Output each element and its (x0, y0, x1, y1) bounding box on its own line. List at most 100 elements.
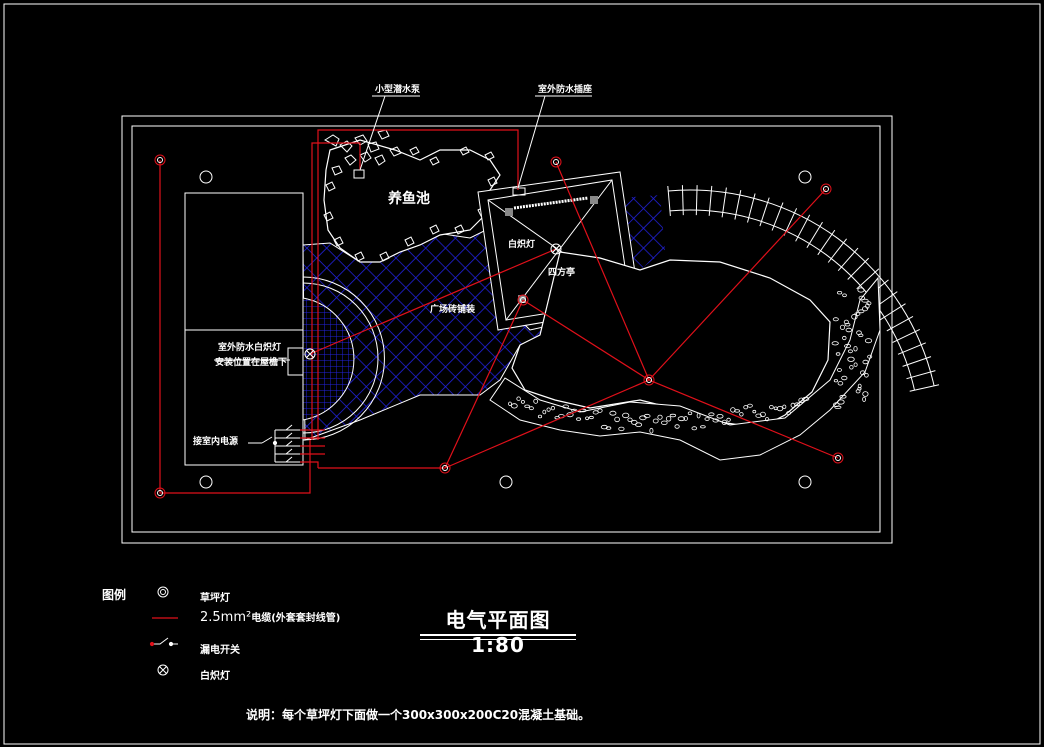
pebble (508, 401, 512, 406)
fish-pond (323, 139, 501, 263)
pebble (734, 409, 740, 413)
pebble (622, 412, 630, 419)
pebble (712, 418, 719, 423)
legend-label: 漏电开关 (200, 645, 240, 656)
drawing-frame (3, 3, 1041, 745)
pebble (665, 416, 672, 422)
drawing-title: 电气平面图 1:80 (420, 604, 576, 657)
legend-item-lawn-lamp: 草坪灯 (150, 586, 430, 606)
label-socket: 室外防水插座 (538, 83, 592, 95)
pebble (589, 415, 594, 420)
pebble (776, 405, 784, 412)
pebble (618, 426, 625, 432)
pebble (853, 362, 858, 367)
pebble (597, 408, 603, 413)
pebble (841, 375, 848, 381)
legend-incandescent-lamp-icon (157, 664, 169, 676)
pebble (839, 324, 846, 330)
pebble (708, 412, 715, 417)
pebble (747, 403, 753, 408)
legend-label: 草坪灯 (200, 593, 230, 604)
pebble (562, 404, 569, 409)
pebble (857, 383, 862, 389)
pebble (528, 406, 534, 411)
legend: 图例 草坪灯 2.5mm²电缆(外套套封线管) 漏电开关 白炽灯 (100, 582, 420, 682)
pebble (837, 399, 845, 405)
pebble (862, 396, 866, 402)
pebble (849, 365, 854, 370)
pebble (542, 409, 547, 415)
pebble (755, 413, 762, 418)
pebble (839, 394, 847, 399)
pebble (576, 417, 582, 421)
pebble (716, 413, 724, 419)
pebble (847, 349, 853, 354)
lawn-lamp-icon (154, 154, 166, 166)
title-underline-1 (420, 634, 576, 636)
cable-size: 2.5mm² (200, 610, 252, 625)
semicircle-grid (302, 297, 355, 421)
pebble (834, 405, 842, 409)
pebble (674, 424, 680, 429)
pebble (855, 389, 861, 394)
legend-leakage-switch-icon (149, 637, 178, 647)
pond-rockery (323, 129, 498, 262)
pebble (859, 370, 866, 376)
pebble (652, 418, 659, 424)
pebble (635, 422, 643, 428)
incandescent-lamp-icon (550, 243, 562, 255)
drawing-note: 说明：每个草坪灯下面做一个300x300x200C20混凝土基础。 (246, 708, 591, 722)
pebble (743, 405, 749, 410)
label-pond: 养鱼池 (387, 190, 430, 207)
pebble (566, 412, 574, 418)
pebble (691, 426, 698, 431)
wiring (159, 129, 839, 494)
pebble (844, 343, 852, 349)
pebble (861, 298, 869, 303)
semicircle-ring-2 (302, 276, 385, 441)
building-outline (184, 192, 304, 466)
leader-lines (214, 95, 592, 361)
pebble (844, 323, 851, 327)
pebbles (508, 287, 873, 434)
pebble (862, 359, 869, 365)
pebble (643, 413, 651, 419)
pebble (851, 313, 858, 320)
pebble (836, 291, 843, 295)
label-pavilion: 四方亭 (548, 266, 575, 278)
pebble (609, 410, 617, 416)
lawn-lamp-icon (820, 183, 832, 195)
pebble (857, 287, 865, 293)
legend-item-leakage-switch: 漏电开关 (150, 638, 430, 658)
pebble (862, 306, 869, 312)
pebble (660, 420, 668, 425)
lawn-lamp-icon (517, 294, 529, 306)
pebble (794, 402, 800, 407)
pebble (831, 341, 839, 346)
legend-heading: 图例 (102, 588, 127, 602)
pebble (614, 416, 620, 423)
lawn-lamp-icon (154, 487, 166, 499)
semicircle-ring-1 (302, 282, 379, 434)
pebble (845, 327, 852, 333)
pebble (858, 309, 865, 314)
pebble (683, 416, 688, 421)
pebble (833, 379, 839, 383)
pebble (524, 404, 530, 408)
pebble (605, 426, 612, 430)
legend-label: 白炽灯 (200, 671, 230, 682)
pebble (516, 396, 521, 401)
lawn-lamps (154, 154, 844, 499)
pebble (649, 427, 654, 434)
incandescent-lamp-icon (304, 348, 316, 360)
pebble (520, 399, 525, 404)
legend-lawn-lamp-icon (157, 586, 169, 598)
label-plaza: 广场砖铺装 (430, 303, 476, 315)
pebble (739, 412, 744, 417)
pebble (764, 417, 770, 422)
legend-label: 2.5mm²电缆(外套套封线管) (200, 609, 340, 625)
pebble-band (489, 276, 881, 461)
socket-symbol (512, 187, 526, 196)
pebble (836, 368, 842, 372)
